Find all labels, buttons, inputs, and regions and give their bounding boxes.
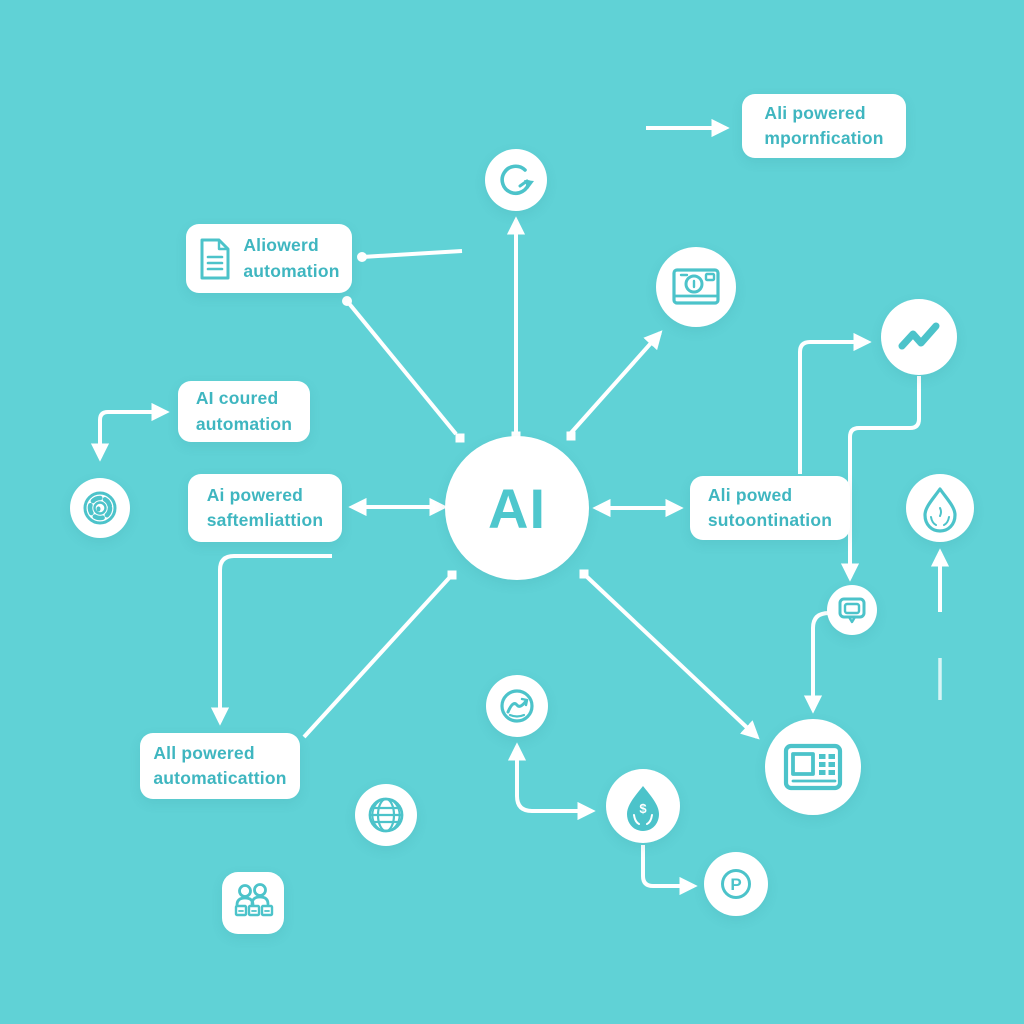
endpoint-dot bbox=[342, 296, 352, 306]
box-label-line: saftemliattion bbox=[206, 510, 324, 530]
box-top-left-text: Aliowerd automation bbox=[243, 233, 339, 284]
droplet-icon bbox=[923, 487, 957, 533]
box-mid-right-text: Ali powed sutoontination bbox=[708, 483, 832, 534]
box-bottom-left: All powered automaticattion bbox=[140, 733, 300, 799]
box-mid-left-upper: AI coured automation bbox=[178, 381, 310, 442]
box-top-left: Aliowerd automation bbox=[186, 224, 352, 293]
people-node bbox=[222, 872, 284, 934]
endpoint-square bbox=[566, 431, 576, 441]
droplet-filled-icon: $ bbox=[627, 786, 659, 831]
box-mid-left-lower-text: Ai powered saftemliattion bbox=[207, 483, 324, 534]
box-label-line: mpornfication bbox=[764, 128, 884, 148]
gear-node bbox=[70, 478, 130, 538]
refresh-node bbox=[485, 149, 547, 211]
document-icon bbox=[200, 238, 230, 279]
connector-ai-to-calculator bbox=[583, 573, 760, 740]
connector-down-to-bottom-left-box bbox=[210, 554, 332, 726]
box-label-line: sutoontination bbox=[707, 510, 833, 530]
camera-node bbox=[656, 247, 736, 327]
box-mid-left-upper-text: AI coured automation bbox=[196, 386, 292, 437]
box-label-line: AI coured bbox=[195, 388, 279, 409]
globe-node bbox=[355, 784, 417, 846]
ai-label: AI bbox=[488, 476, 546, 540]
p-badge-icon: P bbox=[721, 869, 751, 899]
calculator-node bbox=[765, 719, 861, 815]
box-label-line: Aliowerd bbox=[243, 235, 319, 256]
connector-droplet-to-p bbox=[641, 845, 698, 896]
people-icon bbox=[234, 883, 274, 917]
box-label-line: All powered bbox=[153, 742, 255, 763]
gauge-node bbox=[486, 675, 548, 737]
calculator-icon bbox=[783, 743, 843, 791]
endpoint-square bbox=[455, 433, 465, 443]
droplet-symbol: $ bbox=[639, 801, 647, 816]
gauge-icon bbox=[500, 689, 534, 723]
endpoint-square bbox=[579, 569, 589, 579]
box-label-line: automation bbox=[195, 413, 293, 434]
refresh-icon bbox=[500, 164, 534, 196]
ai-center-node: AI bbox=[445, 436, 589, 580]
connector-elbow-box-and-gear bbox=[90, 402, 170, 462]
p-badge-node: P bbox=[704, 852, 768, 916]
endpoint-dot bbox=[357, 252, 367, 262]
box-bottom-left-text: All powered automaticattion bbox=[153, 741, 286, 792]
monitor-chat-node bbox=[827, 585, 877, 635]
gear-icon bbox=[83, 491, 117, 525]
connector-ai-to-camera bbox=[568, 330, 663, 436]
connector-gauge-droplet bbox=[507, 742, 596, 821]
box-mid-right: Ali powed sutoontination bbox=[690, 476, 850, 540]
box-label-line: automation bbox=[243, 260, 340, 281]
globe-icon bbox=[368, 797, 404, 833]
box-label-line: Ai powered bbox=[206, 484, 304, 505]
box-label-line: automaticattion bbox=[153, 768, 287, 788]
connector-bottom-left-box-to-ai bbox=[302, 575, 452, 739]
box-mid-left-lower: Ai powered saftemliattion bbox=[188, 474, 342, 542]
trend-chart-node bbox=[881, 299, 957, 375]
connector-box-to-chart bbox=[798, 332, 872, 474]
connector-chart-to-chat bbox=[840, 376, 921, 582]
box-top-right-text: Ali powered mpornfication bbox=[764, 101, 883, 152]
connector-chat-to-calculator bbox=[803, 611, 830, 714]
droplet-filled-node: $ bbox=[606, 769, 680, 843]
endpoint-square bbox=[447, 570, 457, 580]
connector-top-left-box-to-ai bbox=[345, 299, 458, 436]
camera-icon bbox=[672, 268, 720, 305]
p-badge-letter: P bbox=[730, 875, 741, 894]
box-label-line: Ali powered bbox=[764, 102, 866, 123]
trend-chart-icon bbox=[898, 322, 940, 350]
droplet-node bbox=[906, 474, 974, 542]
monitor-chat-icon bbox=[838, 597, 866, 624]
connector-from-top-left-box bbox=[361, 249, 463, 259]
box-top-right: Ali powered mpornfication bbox=[742, 94, 906, 158]
box-label-line: Ali powed bbox=[707, 484, 793, 505]
